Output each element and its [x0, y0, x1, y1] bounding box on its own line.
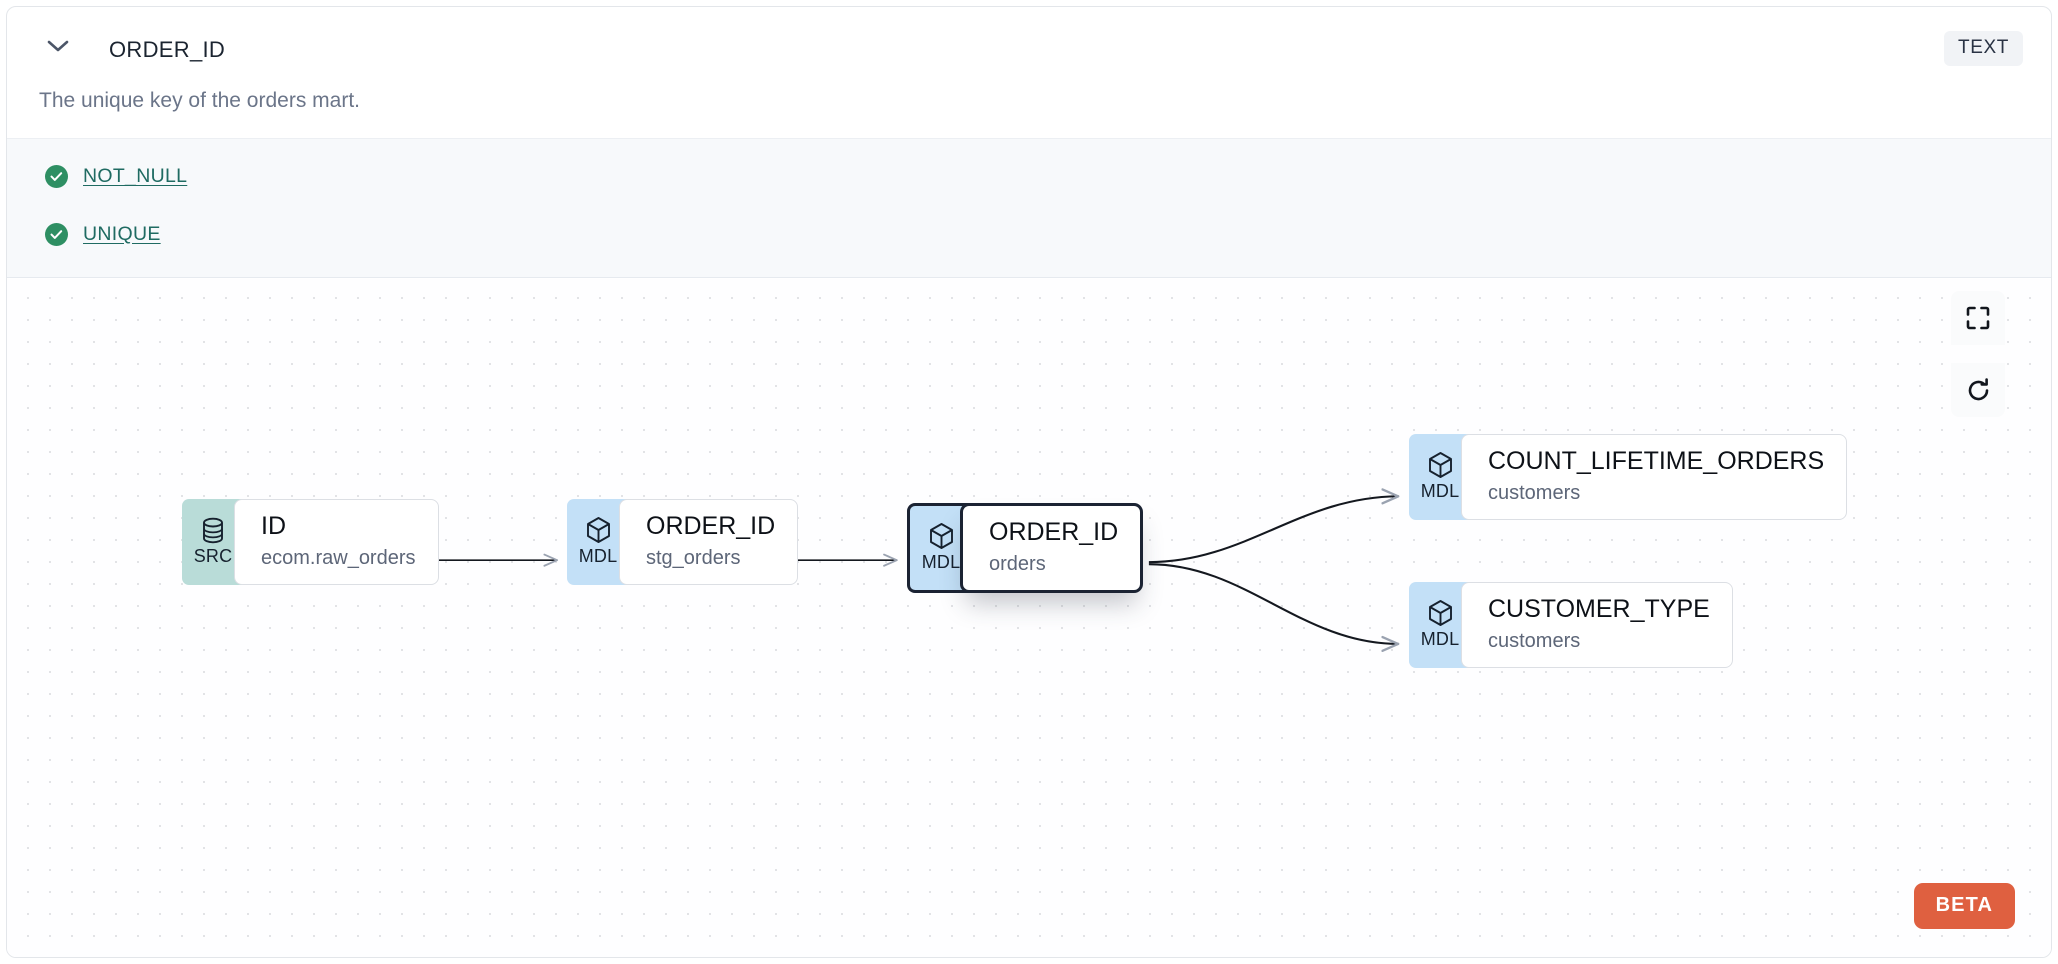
- node-tag-label: MDL: [921, 552, 961, 573]
- beta-badge[interactable]: BETA: [1913, 883, 2015, 929]
- edge-orders-count: [1148, 496, 1399, 564]
- check-circle-icon: [45, 164, 68, 188]
- node-subtitle: orders: [989, 552, 1046, 575]
- tests-section: NOT_NULL UNIQUE: [7, 138, 2051, 278]
- lineage-node-stg-orders[interactable]: MDL ORDER_ID stg_orders: [567, 499, 799, 585]
- node-name: COUNT_LIFETIME_ORDERS: [1488, 447, 1825, 475]
- refresh-icon[interactable]: [1951, 363, 2005, 417]
- lineage-node-src[interactable]: SRC ID ecom.raw_orders: [182, 499, 439, 585]
- check-circle-icon: [45, 222, 68, 246]
- node-tag-mdl: MDL: [567, 499, 629, 585]
- node-subtitle: customers: [1488, 481, 1581, 504]
- test-row[interactable]: NOT_NULL: [45, 163, 187, 189]
- node-body: ID ecom.raw_orders: [234, 499, 439, 585]
- lineage-node-orders-selected[interactable]: MDL ORDER_ID orders: [907, 503, 1144, 593]
- node-subtitle: ecom.raw_orders: [261, 546, 416, 569]
- node-name: ID: [261, 512, 286, 540]
- page-title: ORDER_ID: [109, 37, 226, 62]
- node-body: ORDER_ID orders: [960, 503, 1144, 593]
- test-row[interactable]: UNIQUE: [45, 221, 161, 247]
- lineage-node-customer-type[interactable]: MDL CUSTOMER_TYPE customers: [1409, 582, 1733, 668]
- panel-header: ORDER_ID TEXT: [7, 7, 2051, 77]
- test-link-unique[interactable]: UNIQUE: [83, 222, 161, 245]
- cube-icon: [585, 516, 612, 544]
- lineage-edges: [358, 279, 2051, 957]
- column-detail-panel: ORDER_ID TEXT The unique key of the orde…: [6, 6, 2052, 958]
- cube-icon: [928, 522, 955, 550]
- node-tag-label: MDL: [1420, 629, 1460, 650]
- node-tag-src: SRC: [182, 499, 244, 585]
- node-name: CUSTOMER_TYPE: [1488, 595, 1710, 623]
- canvas-controls: [1951, 291, 2005, 417]
- node-name: ORDER_ID: [989, 518, 1119, 546]
- node-tag-label: MDL: [578, 546, 618, 567]
- node-tag-mdl: MDL: [1409, 582, 1471, 668]
- chevron-down-icon[interactable]: [47, 39, 69, 53]
- database-icon: [200, 517, 226, 544]
- cube-icon: [1427, 451, 1454, 479]
- cube-icon: [1427, 599, 1454, 627]
- data-type-badge: TEXT: [1944, 31, 2023, 66]
- node-subtitle: stg_orders: [646, 546, 741, 569]
- node-body: CUSTOMER_TYPE customers: [1461, 582, 1733, 668]
- fit-view-icon[interactable]: [1951, 291, 2005, 345]
- node-name: ORDER_ID: [646, 512, 776, 540]
- node-body: ORDER_ID stg_orders: [619, 499, 799, 585]
- node-tag-mdl: MDL: [1409, 434, 1471, 520]
- node-subtitle: customers: [1488, 629, 1581, 652]
- test-link-not-null[interactable]: NOT_NULL: [83, 164, 188, 187]
- node-body: COUNT_LIFETIME_ORDERS customers: [1461, 434, 1848, 520]
- node-tag-label: SRC: [193, 545, 233, 566]
- node-tag-label: MDL: [1420, 481, 1460, 502]
- lineage-canvas[interactable]: SRC ID ecom.raw_orders MDL ORDE: [7, 279, 2051, 957]
- edge-orders-custtype: [1148, 563, 1399, 644]
- column-description: The unique key of the orders mart.: [39, 89, 360, 112]
- lineage-node-count-lifetime-orders[interactable]: MDL COUNT_LIFETIME_ORDERS customers: [1409, 434, 1848, 520]
